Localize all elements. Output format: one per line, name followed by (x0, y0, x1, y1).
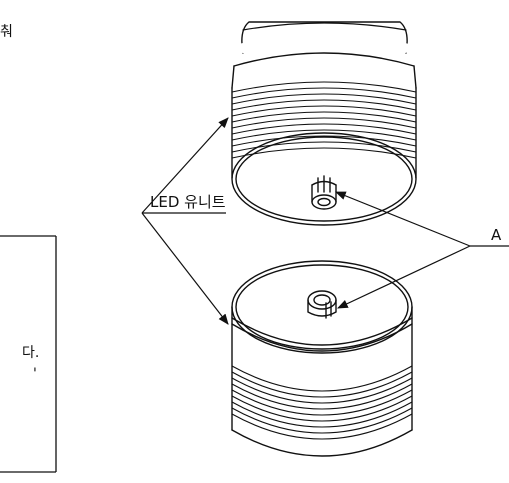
part-a-leader-to-upper-pin (334, 191, 471, 247)
note-box (0, 235, 57, 473)
upper-unit-top-cap (241, 21, 408, 54)
upper-unit-threads (231, 81, 417, 159)
cropped-text-top-left: 춰 (0, 24, 13, 40)
note-box-text-line2: ' (33, 366, 37, 382)
upper-led-unit (231, 21, 417, 226)
upper-unit-connector-pin (311, 175, 337, 210)
led-unit-label: LED 유니트 (150, 193, 226, 211)
led-unit-leader-to-lower (141, 212, 229, 325)
part-a-label: A (491, 226, 502, 244)
lower-led-unit (231, 260, 413, 457)
upper-unit-bottom-face (231, 132, 417, 226)
lower-unit-threads (231, 365, 413, 440)
part-a-leader-to-lower-socket (337, 245, 471, 309)
note-box-text-line1: 다. (22, 345, 39, 361)
upper-unit-top-rim (233, 37, 415, 59)
led-unit-leader-to-upper (141, 117, 229, 214)
lower-unit-top-face (231, 260, 413, 354)
lower-unit-connector-socket (307, 290, 337, 319)
